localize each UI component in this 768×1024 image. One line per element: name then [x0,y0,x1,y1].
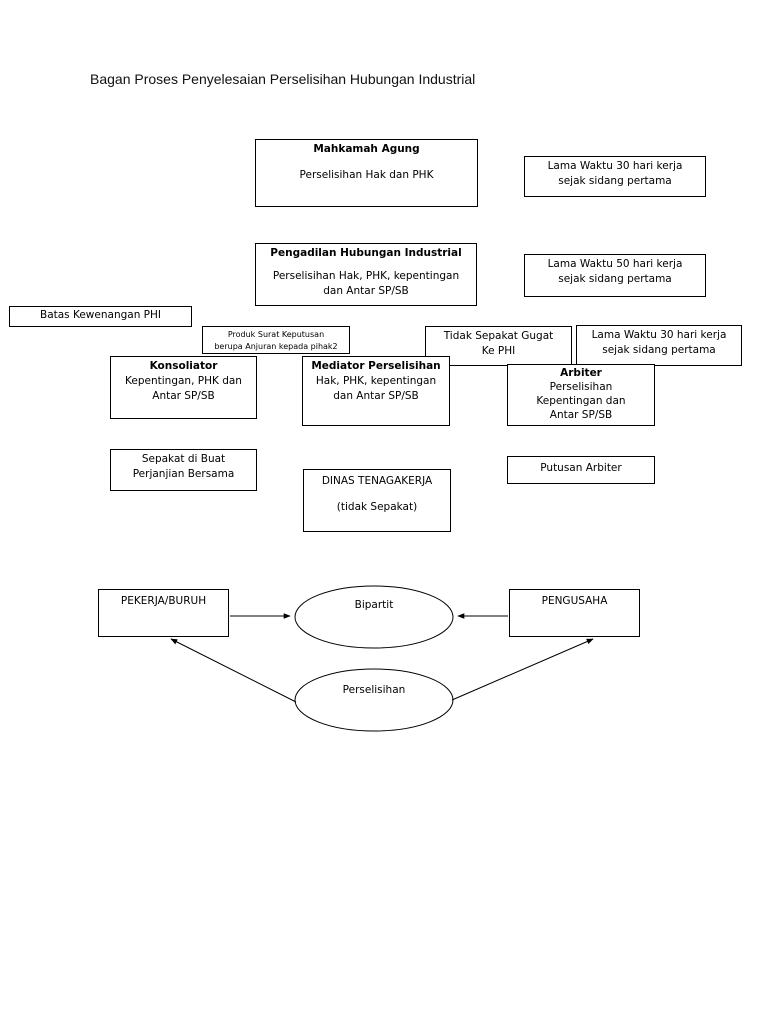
batas-kewenangan-box: Batas Kewenangan PHI [9,306,192,327]
pengusaha-box: PENGUSAHA [509,589,640,637]
pengadilan-hubungan-industrial-box: Pengadilan Hubungan Industrial Perselisi… [255,243,477,306]
dinas-line1: DINAS TENAGAKERJA [321,475,433,487]
arrow-perselisihan-to-pekerja [170,638,297,703]
sepakat-line2: Perjanjian Bersama [132,468,235,480]
konsoliator-box: Konsoliator Kepentingan, PHK dan Antar S… [110,356,257,419]
sepakat-line1: Sepakat di Buat [141,453,226,465]
arbiter-box: Arbiter Perselisihan Kepentingan dan Ant… [507,364,655,426]
lama-waktu-30-bottom-line1: Lama Waktu 30 hari kerja [591,329,727,341]
lama-waktu-30-top-line1: Lama Waktu 30 hari kerja [547,160,683,172]
perselisihan-ellipse [294,668,454,732]
pekerja-buruh-text: PEKERJA/BURUH [120,595,207,607]
putusan-arbiter-text: Putusan Arbiter [540,462,622,474]
lama-waktu-50-line2: sejak sidang pertama [558,273,672,285]
lama-waktu-50-line1: Lama Waktu 50 hari kerja [547,258,683,270]
mediator-line1: Mediator Perselisihan [311,360,441,372]
lama-waktu-30-box-top: Lama Waktu 30 hari kerja sejak sidang pe… [524,156,706,197]
page-title: Bagan Proses Penyelesaian Perselisihan H… [90,71,476,87]
phi-heading: Pengadilan Hubungan Industrial [270,247,462,259]
mahkamah-agung-box: Mahkamah Agung Perselisihan Hak dan PHK [255,139,478,207]
arbiter-line3: Antar SP/SB [549,409,613,421]
konsoliator-heading: Konsoliator [149,360,218,372]
arbiter-heading: Arbiter [560,367,602,379]
batas-kewenangan-text: Batas Kewenangan PHI [39,309,162,321]
produk-line2: berupa Anjuran kepada pihak2 [214,342,338,351]
phi-line2: dan Antar SP/SB [323,285,409,297]
sepakat-box: Sepakat di Buat Perjanjian Bersama [110,449,257,491]
mediator-line3: dan Antar SP/SB [333,390,419,402]
tidak-sepakat-line1: Tidak Sepakat Gugat [443,330,554,342]
pengusaha-text: PENGUSAHA [541,595,608,607]
putusan-arbiter-box: Putusan Arbiter [507,456,655,484]
lama-waktu-30-box-bottom: Lama Waktu 30 hari kerja sejak sidang pe… [576,325,742,366]
mediator-box: Mediator Perselisihan Hak, PHK, kepentin… [302,356,450,426]
arbiter-line1: Perselisihan [549,381,613,393]
lama-waktu-30-top-line2: sejak sidang pertama [558,175,672,187]
phi-line1: Perselisihan Hak, PHK, kepentingan [272,270,460,282]
arrow-perselisihan-to-pengusaha [451,638,594,701]
arbiter-line2: Kepentingan dan [536,395,626,407]
bipartit-ellipse [294,585,454,649]
mahkamah-agung-text: Perselisihan Hak dan PHK [299,169,434,181]
produk-surat-keputusan-box: Produk Surat Keputusan berupa Anjuran ke… [202,326,350,354]
bipartit-label: Bipartit [354,599,394,611]
lama-waktu-50-box: Lama Waktu 50 hari kerja sejak sidang pe… [524,254,706,297]
konsoliator-line2: Antar SP/SB [152,390,215,402]
produk-line1: Produk Surat Keputusan [227,330,325,339]
dinas-line2: (tidak Sepakat) [336,501,418,513]
mahkamah-agung-heading: Mahkamah Agung [313,143,420,155]
dinas-tenagakerja-box: DINAS TENAGAKERJA (tidak Sepakat) [303,469,451,532]
konsoliator-line1: Kepentingan, PHK dan [125,375,242,387]
mediator-line2: Hak, PHK, kepentingan [315,375,437,387]
pekerja-buruh-box: PEKERJA/BURUH [98,589,229,637]
tidak-sepakat-line2: Ke PHI [481,345,516,357]
lama-waktu-30-bottom-line2: sejak sidang pertama [602,344,716,356]
perselisihan-label: Perselisihan [342,684,406,696]
